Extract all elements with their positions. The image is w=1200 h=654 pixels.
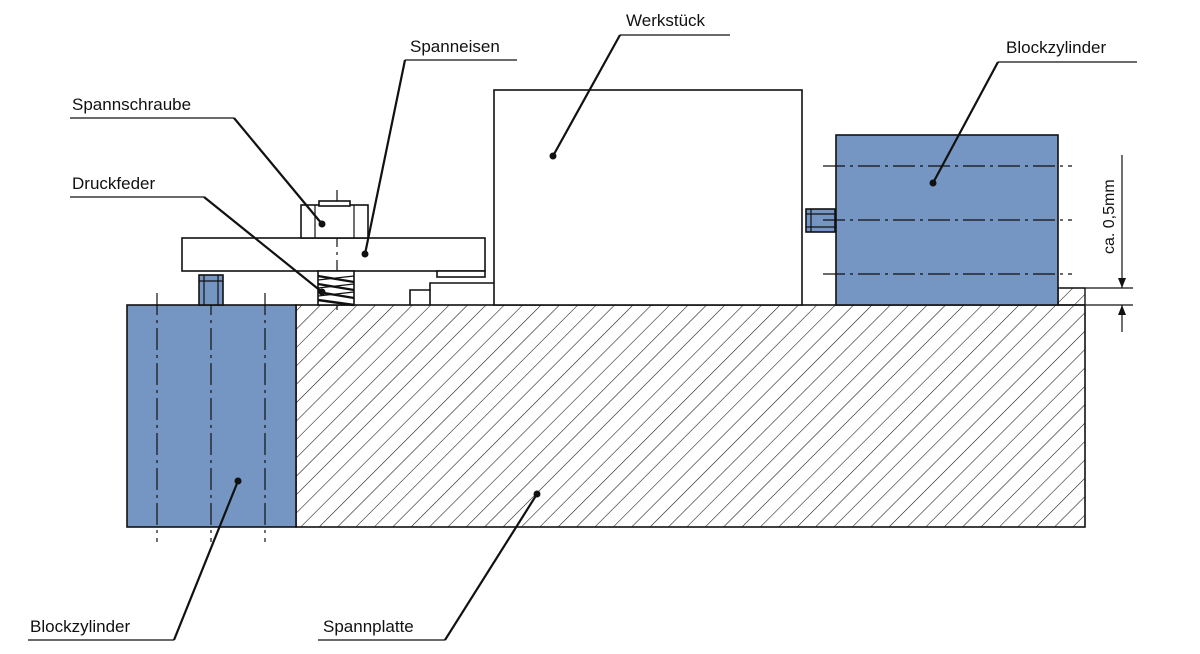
- spanneisen-bar: [181, 237, 486, 272]
- label-blockzylinder-right: Blockzylinder: [1006, 38, 1106, 57]
- label-spannplatte: Spannplatte: [323, 617, 414, 636]
- spannplatte-leader: [444, 493, 538, 641]
- spannplatte-leader-dot: [533, 490, 541, 498]
- label-spanneisen: Spanneisen: [410, 37, 500, 56]
- cylinder-piston-left: [198, 274, 224, 306]
- spannplatte-step: [1057, 287, 1086, 306]
- label-spannschraube: Spannschraube: [72, 95, 191, 114]
- spanneisen-leader: [363, 59, 407, 255]
- druckfeder-leader: [203, 196, 323, 293]
- spanneisen-pad: [436, 270, 486, 278]
- spannschraube-leader-dot: [318, 220, 326, 228]
- cylinder-piston-right: [805, 208, 836, 233]
- gap-dimension-label: ca. 0,5mm: [1101, 179, 1118, 254]
- druckfeder-spring: [317, 270, 355, 307]
- label-druckfeder: Druckfeder: [72, 174, 155, 193]
- werkstueck-block: [493, 89, 803, 306]
- gap-dimension: [1060, 155, 1133, 332]
- label-blockzylinder-left: Blockzylinder: [30, 617, 130, 636]
- spannplatte-plate: [295, 304, 1086, 528]
- blockzylinder-left-leader-dot: [234, 477, 242, 485]
- druckfeder-leader-dot: [318, 288, 326, 296]
- workpiece-support-step: [409, 282, 494, 305]
- spannschraube-head: [300, 200, 369, 239]
- werkstueck-leader-dot: [549, 152, 557, 160]
- blockzylinder-right-leader-dot: [929, 179, 937, 187]
- blockzylinder-right-leader: [932, 61, 999, 184]
- label-werkstueck: Werkstück: [626, 11, 706, 30]
- spannschraube-leader: [233, 117, 323, 225]
- werkstueck-leader: [552, 34, 621, 157]
- spanneisen-leader-dot: [361, 250, 369, 258]
- blockzylinder-left-leader: [172, 480, 240, 641]
